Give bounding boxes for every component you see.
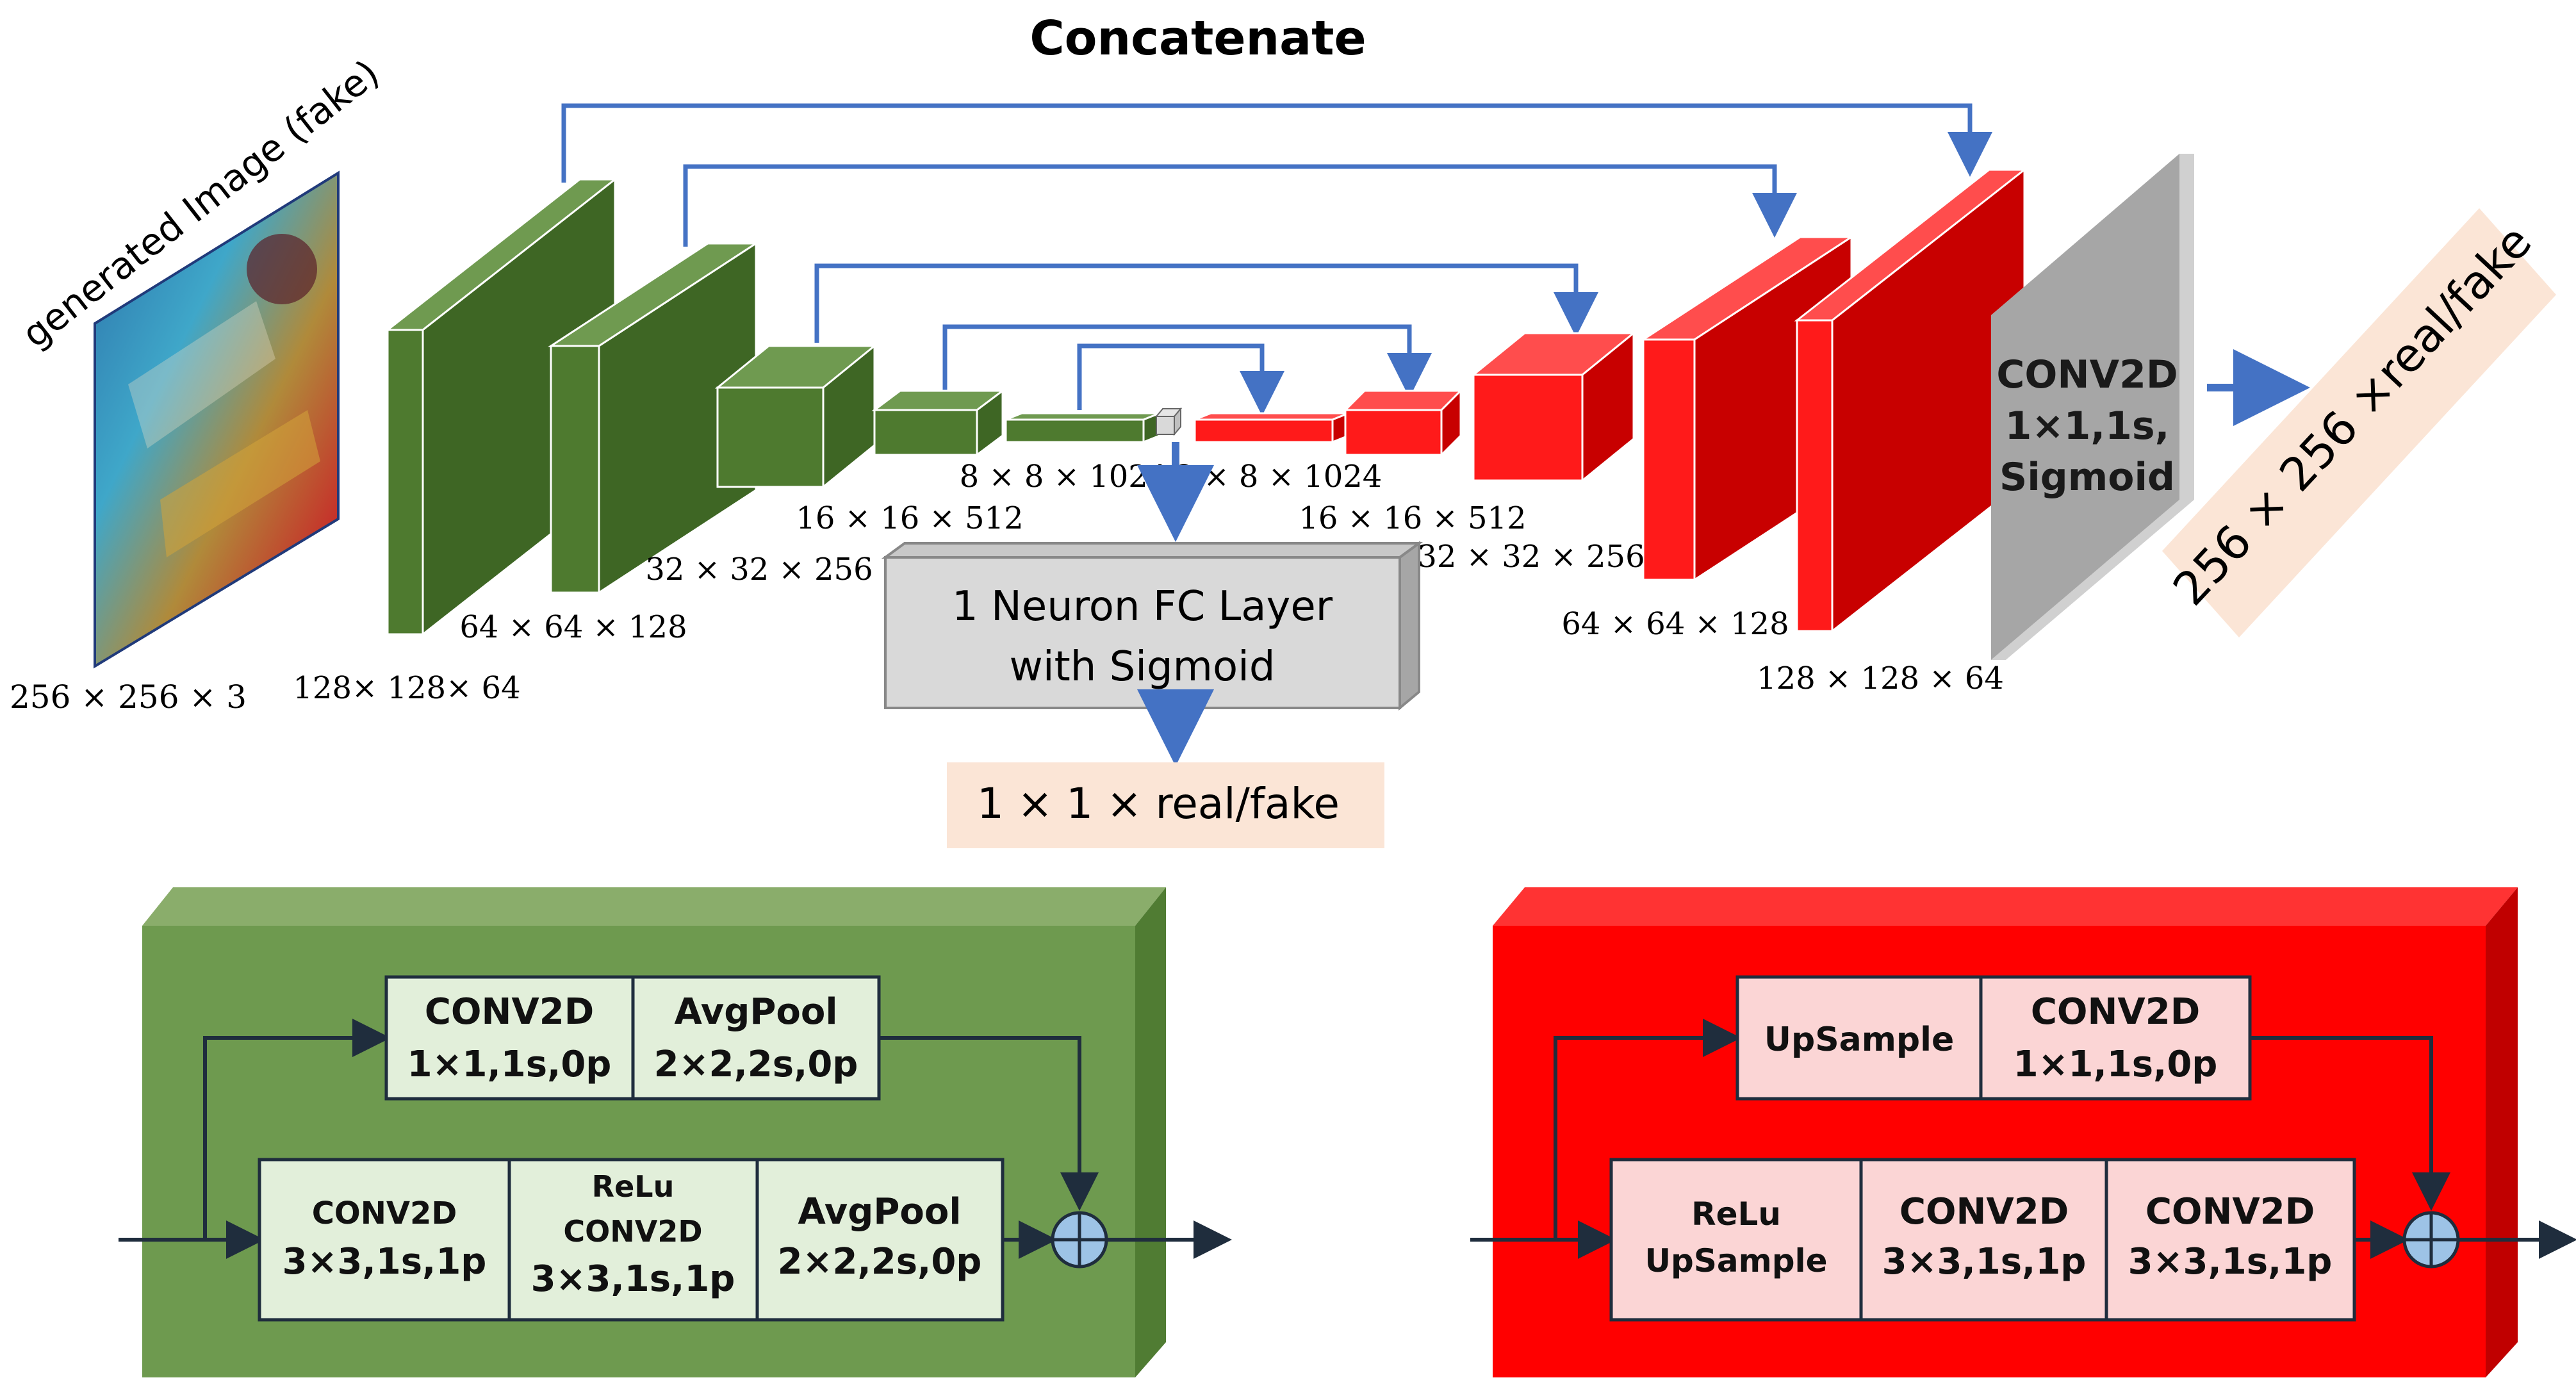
skip-connection-5 (1077, 343, 1284, 416)
skip-connection-2 (683, 164, 1797, 247)
encoder-block (1005, 411, 1161, 444)
down-block-adder-icon (1051, 1211, 1108, 1269)
final-conv-label: 1×1,1s, (2005, 404, 2170, 448)
down-bottom-relu-label: ReLu (592, 1169, 675, 1204)
up-top-conv-label: 1×1,1s,0p (2014, 1044, 2218, 1085)
encoder-dims-label: 128× 128× 64 (293, 670, 520, 706)
up-bottom-conv-label: CONV2D (2145, 1191, 2315, 1233)
decoder-block (1343, 388, 1463, 457)
encoder-block (714, 343, 878, 489)
down-top-conv-label: CONV2D (425, 991, 594, 1033)
fc-output-label: 1 × 1 × real/fake (977, 779, 1340, 828)
down-bottom-relu-label: CONV2D (563, 1214, 702, 1249)
input-image (94, 170, 340, 669)
up-bottom-conv-cell (1859, 1158, 2108, 1322)
fc-layer-label: with Sigmoid (1009, 643, 1275, 691)
final-conv-label: CONV2D (1996, 352, 2178, 397)
skip-connection-4 (942, 324, 1432, 398)
up-block-bottom-row (1609, 1158, 2356, 1322)
final-conv-block (1991, 154, 2194, 660)
final-conv-label: Sigmoid (1999, 455, 2175, 500)
up-bottom-conv-label: 3×3,1s,1p (1882, 1241, 2087, 1283)
skip-connection-1 (561, 103, 1992, 183)
down-top-conv-cell (384, 975, 635, 1101)
up-bottom-conv-label: CONV2D (1899, 1191, 2069, 1233)
decoder-block (1794, 167, 2028, 634)
up-top-conv-label: CONV2D (2031, 991, 2200, 1033)
final-output-box (2162, 208, 2556, 637)
down-bottom-conv-cell (258, 1158, 511, 1322)
down-top-avgpool-label: AvgPool (674, 991, 837, 1033)
down-bottom-conv-label: 3×3,1s,1p (283, 1241, 487, 1283)
fc-output-box (947, 762, 1384, 848)
decoder-block (1470, 331, 1637, 483)
down-bottom-avgpool-label: 2×2,2s,0p (778, 1241, 982, 1283)
diagram-title: Concatenate (1030, 11, 1366, 66)
encoder-block (547, 242, 760, 595)
encoder-dims-label: 16 × 16 × 512 (796, 500, 1023, 536)
fc-layer-box (881, 541, 1423, 711)
up-top-conv-cell (1979, 975, 2252, 1101)
down-bottom-relu-label: 3×3,1s,1p (531, 1258, 735, 1300)
down-bottom-conv-label: CONV2D (312, 1195, 457, 1231)
down-bottom-avgpool-label: AvgPool (798, 1191, 961, 1233)
decoder-dims-label: 128 × 128 × 64 (1757, 661, 2004, 696)
decoder-dims-label: 8 × 8 × 1024 (1174, 459, 1382, 495)
encoder-dims-label: 32 × 32 × 256 (645, 552, 873, 587)
up-block-connectors (1470, 1019, 2576, 1259)
down-bottom-avgpool-cell (755, 1158, 1005, 1322)
up-bottom-conv-label: 3×3,1s,1p (2128, 1241, 2333, 1283)
decoder-dims-label: 16 × 16 × 512 (1299, 500, 1526, 536)
bottleneck-cube (1154, 407, 1183, 436)
decoder-dims-label: 32 × 32 × 256 (1417, 539, 1645, 575)
up-bottom-relu-cell (1609, 1158, 1863, 1322)
up-top-upsample-label: UpSample (1764, 1021, 1955, 1059)
up-bottom-relu-label: ReLu (1691, 1195, 1781, 1233)
encoder-dims-label: 64 × 64 × 128 (459, 609, 687, 645)
encoder-dims-label: 8 × 8 × 1024 (960, 459, 1168, 495)
final-output-label: 256 × 256 ×real/fake (2163, 215, 2542, 616)
decoder-block (1194, 411, 1350, 444)
down-block-bottom-row (258, 1158, 1005, 1322)
skip-connection-3 (814, 263, 1598, 343)
skip-connections (561, 103, 1992, 416)
encoder-block (871, 389, 1006, 457)
down-top-avgpool-cell (631, 975, 881, 1101)
up-bottom-conv-cell (2104, 1158, 2356, 1322)
down-bottom-relu-conv-cell (507, 1158, 759, 1322)
up-block-top-row (1735, 975, 2252, 1101)
encoder-blocks (384, 177, 1161, 637)
decoder-dims-label: 64 × 64 × 128 (1561, 606, 1789, 642)
up-block-adder-icon (2402, 1211, 2460, 1269)
down-top-avgpool-label: 2×2,2s,0p (654, 1044, 858, 1085)
down-top-conv-label: 1×1,1s,0p (407, 1044, 612, 1085)
decoder-blocks (1194, 167, 2028, 634)
down-block-top-row (384, 975, 881, 1101)
up-bottom-relu-label: UpSample (1645, 1242, 1827, 1279)
input-dims-label: 256 × 256 × 3 (10, 678, 247, 716)
fc-layer-label: 1 Neuron FC Layer (952, 583, 1333, 630)
down-block-connectors (119, 1019, 1232, 1259)
